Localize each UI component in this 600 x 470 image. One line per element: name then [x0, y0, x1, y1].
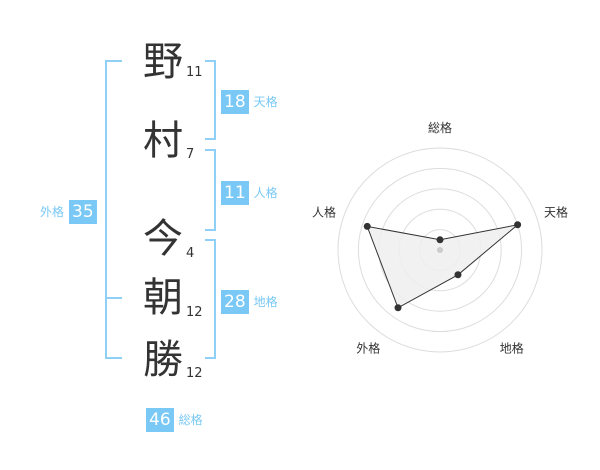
jinkaku-bracket [205, 149, 216, 231]
gaikaku-bracket-tick [105, 297, 122, 299]
radar-center-dot [437, 247, 443, 253]
soukaku-value: 46 [146, 408, 174, 432]
soukaku-score: 46 総格 [146, 408, 203, 432]
stroke-count-4: 12 [186, 305, 203, 320]
gaikaku-value: 35 [69, 200, 97, 224]
kanji-char-5: 勝 [143, 337, 183, 383]
radar-polygon [366, 223, 520, 309]
gaikaku-bracket [105, 60, 122, 359]
tenkaku-value: 18 [221, 90, 249, 114]
radar-point-4 [394, 304, 402, 312]
gaikaku-label: 外格 [40, 205, 65, 219]
radar-axis-label-4: 外格 [356, 341, 380, 356]
chikaku-score: 28 地格 [221, 290, 278, 314]
radar-ring-5 [337, 147, 543, 353]
tenkaku-bracket [205, 60, 216, 140]
stroke-count-1: 11 [186, 65, 203, 80]
kanji-char-4: 朝 [143, 275, 183, 321]
stroke-count-5: 12 [186, 366, 203, 381]
radar-axis-label-3: 地格 [500, 341, 524, 356]
chikaku-bracket [205, 239, 216, 359]
radar-point-2 [514, 221, 522, 229]
stroke-count-2: 7 [186, 147, 195, 162]
jinkaku-label: 人格 [253, 186, 278, 200]
radar-axis-label-2: 天格 [544, 204, 568, 219]
radar-axis-label-1: 総格 [428, 120, 452, 135]
kanji-char-3: 今 [143, 216, 183, 262]
gaikaku-score: 外格 35 [40, 200, 97, 224]
kanji-char-1: 野 [143, 39, 183, 85]
radar-point-3 [454, 271, 462, 279]
radar-axis-label-5: 人格 [312, 204, 336, 219]
chikaku-value: 28 [221, 290, 249, 314]
tenkaku-label: 天格 [253, 95, 278, 109]
tenkaku-score: 18 天格 [221, 90, 278, 114]
radar-point-1 [436, 236, 444, 244]
stroke-count-3: 4 [186, 246, 195, 261]
radar-ring-4 [357, 167, 523, 333]
jinkaku-value: 11 [221, 181, 249, 205]
jinkaku-score: 11 人格 [221, 181, 278, 205]
kanji-char-2: 村 [143, 118, 183, 164]
chikaku-label: 地格 [253, 295, 278, 309]
radar-point-5 [363, 222, 371, 230]
soukaku-label: 総格 [178, 413, 203, 427]
